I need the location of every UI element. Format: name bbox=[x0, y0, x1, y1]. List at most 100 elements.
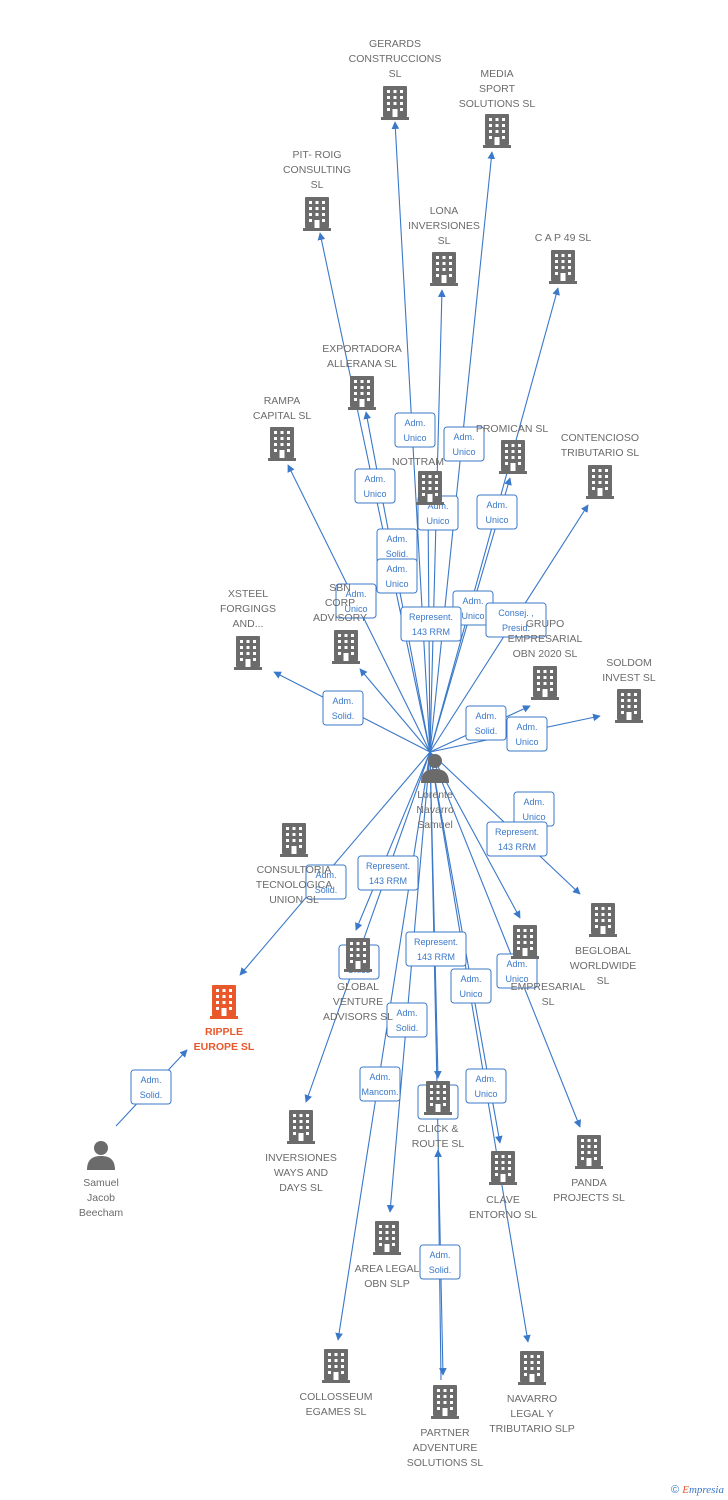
node-label-line: RIPPLE bbox=[205, 1026, 243, 1038]
building-icon bbox=[416, 471, 444, 505]
edge-label-line: Unico bbox=[426, 516, 449, 526]
edge-label-lorente-media[interactable]: Adm. Unico bbox=[443, 426, 485, 462]
node-label-line: Beecham bbox=[79, 1207, 124, 1219]
edge-label-lorente-gerards[interactable]: Adm.Unico bbox=[394, 412, 436, 448]
node-nottram[interactable]: NOTTRAM bbox=[392, 456, 444, 505]
edge-label-box bbox=[357, 855, 419, 891]
node-label-line: BEGLOBAL bbox=[575, 945, 631, 957]
edge-label-line: Adm. bbox=[453, 432, 474, 442]
edge-label-line: Adm. bbox=[516, 722, 537, 732]
node-click[interactable]: CLICK &ROUTE SL bbox=[412, 1081, 465, 1150]
node-label-line: SOLUTIONS SL bbox=[407, 1457, 484, 1469]
node-label-line: ADVISORY bbox=[313, 612, 367, 624]
node-label-line: C A P 49 SL bbox=[535, 232, 592, 244]
edge-label-lorente-contencioso[interactable]: Consej. ,Presid. bbox=[485, 602, 547, 638]
edge-label-line: Unico bbox=[452, 447, 475, 457]
node-label-line: TRIBUTARIO SLP bbox=[489, 1423, 575, 1435]
edge-label-line: Presid. bbox=[502, 623, 530, 633]
edge-label-line: 143 RRM bbox=[417, 952, 455, 962]
edge-label-lorente-collosseum[interactable]: Adm.Mancom. bbox=[359, 1066, 401, 1102]
edge-label-lorente-rampa[interactable]: Adm.Unico bbox=[335, 583, 377, 619]
edge-label-line: 143 RRM bbox=[498, 842, 536, 852]
node-label-line: GERARDS bbox=[369, 38, 421, 50]
edge-label-lorente-nottram[interactable]: Adm.Unico bbox=[376, 558, 418, 594]
edge-label-lorente-beglobal[interactable]: Adm.Unico bbox=[513, 791, 555, 827]
edge-label-box bbox=[394, 412, 436, 448]
node-label-line: DAYS SL bbox=[279, 1182, 323, 1194]
edge-label-box bbox=[465, 705, 507, 741]
building-icon bbox=[586, 465, 614, 499]
node-label-line: CONTENCIOSO bbox=[561, 432, 639, 444]
node-label-line: EXPORTADORA bbox=[322, 343, 402, 355]
node-label-line: PROJECTS SL bbox=[553, 1192, 625, 1204]
building-icon bbox=[430, 252, 458, 286]
node-label-line: NAVARRO bbox=[507, 1393, 557, 1405]
empresia-watermark[interactable]: © Empresia bbox=[671, 1484, 724, 1496]
node-label-line: PANDA bbox=[571, 1177, 606, 1189]
edge-label-line: Adm. bbox=[364, 474, 385, 484]
brand-initial: E bbox=[682, 1484, 689, 1496]
edge-label-lorente-pitroig[interactable]: Adm.Unico bbox=[354, 468, 396, 504]
edge-label-lorente-clave[interactable]: Adm.Unico bbox=[450, 968, 492, 1004]
building-icon bbox=[303, 197, 331, 231]
edge-label-lorente-corpadvisory[interactable]: Represent.143 RRM bbox=[400, 606, 462, 642]
edge-label-lorente-empresarial[interactable]: Represent.143 RRM bbox=[486, 821, 548, 857]
edge-label-samuel-ripple[interactable]: Adm.Solid. bbox=[130, 1069, 172, 1105]
building-icon bbox=[615, 689, 643, 723]
edge-label-lorente-exportadora[interactable]: Adm.Solid. bbox=[376, 528, 418, 564]
edge-label-lorente-xsteel[interactable]: Adm.Solid. bbox=[322, 690, 364, 726]
edge-label-lorente-soldom[interactable]: Adm.Unico bbox=[506, 716, 548, 752]
edge-label-lorente-click[interactable]: Represent.143 RRM bbox=[405, 931, 467, 967]
node-label-line: RAMPA bbox=[264, 395, 301, 407]
edge-label-box bbox=[386, 1002, 428, 1038]
node-label-line: INVEST SL bbox=[602, 672, 656, 684]
edge-label-lorente-arealegal[interactable]: Adm.Solid. bbox=[386, 1002, 428, 1038]
edge-label-lorente-ripple[interactable]: Adm.Solid. bbox=[305, 864, 347, 900]
edge-lorente-corpadvisory bbox=[359, 668, 431, 753]
node-label-line: Navarro bbox=[416, 804, 454, 816]
edge-label-partner-click[interactable]: Adm.Solid. bbox=[419, 1244, 461, 1280]
node-label-line: SL bbox=[389, 68, 402, 80]
edge-label-line: Adm. bbox=[404, 418, 425, 428]
node-label-line: SBN bbox=[329, 582, 351, 594]
edge-label-box bbox=[465, 1068, 507, 1104]
node-panda[interactable]: PANDA PROJECTS SL bbox=[553, 1135, 625, 1204]
building-icon bbox=[268, 427, 296, 461]
edge-label-lorente-navarro[interactable]: Adm.Unico bbox=[465, 1068, 507, 1104]
node-label-line: CONSULTING bbox=[283, 164, 351, 176]
node-promican[interactable]: PROMICAN SL bbox=[476, 423, 549, 474]
edge-label-line: Solid. bbox=[396, 1023, 419, 1033]
node-xsteel[interactable]: XSTEELFORGINGSAND... bbox=[220, 588, 276, 670]
building-icon bbox=[373, 1221, 401, 1255]
edge-label-lorente-grupo[interactable]: Adm.Solid. bbox=[465, 705, 507, 741]
edge-label-lorente-global[interactable]: Represent.143 RRM bbox=[357, 855, 419, 891]
edge-label-lorente-cap49[interactable]: Adm.Unico bbox=[476, 494, 518, 530]
node-cap49[interactable]: C A P 49 SL bbox=[535, 232, 592, 284]
building-icon bbox=[431, 1385, 459, 1419]
edge-label-line: Adm. bbox=[506, 959, 527, 969]
